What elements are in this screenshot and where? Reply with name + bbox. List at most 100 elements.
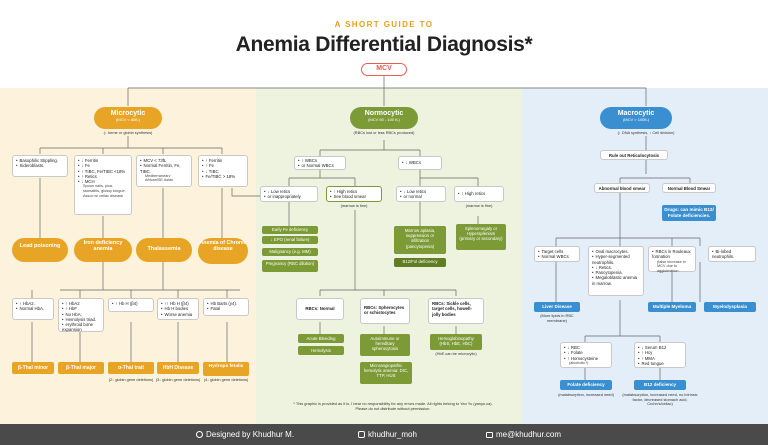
box-line: ↓ Low retics xyxy=(400,189,442,194)
folate-deficiency-node: Folate deficiency xyxy=(560,380,612,390)
myelodysplasia-clues-box: Bi-lobed neutrophils. xyxy=(708,246,756,262)
box-line: erythroid bone expansion xyxy=(62,322,100,333)
box-line: Basophilic Stippling. xyxy=(16,158,64,163)
rbcs-normal-box: RBCs: Normal xyxy=(296,298,344,320)
mahas-node: Microangiopathic hemolytic anemia: DIC, … xyxy=(360,362,412,384)
macrocytic-note: (↓ DNA synthesis, ↓ Cell division) xyxy=(617,130,675,135)
macrocytic-range: (MCV > 100fL) xyxy=(622,117,650,122)
beta-thal-minor-node: β-Thal minor xyxy=(12,362,54,374)
box-line: ↑ High retics xyxy=(330,189,378,194)
box-line: Megaloblastic anemia in marrow. xyxy=(592,275,640,286)
box-line: ↑ Retics xyxy=(78,174,128,179)
marrow-aplasia-node: Marrow aplasia, suppression or infiltrat… xyxy=(394,226,446,254)
thalassemia-node: Thalassemia xyxy=(136,238,192,262)
rbcs-sickle-box: RBCs: Sickle cells, target cells, howell… xyxy=(428,298,484,324)
beta-thal-major-node: β-Thal major xyxy=(58,362,104,374)
box-small: Spoon nails, pica, stomatitis, glossy to… xyxy=(83,184,126,194)
handle-text: khudhur_moh xyxy=(368,430,417,439)
folate-clues-box: ↓ RBC↓ Folate↑ Homocysteine (alcoholic?) xyxy=(560,342,612,368)
box-line: Red tongue xyxy=(638,361,682,366)
box-line: ↓ Ferritin xyxy=(78,158,128,163)
instagram-icon xyxy=(358,431,365,439)
microcytic-range: (MCV < 80fL) xyxy=(116,117,140,122)
thal-box-3: ↑ Hb H (β4) xyxy=(108,298,154,312)
box-line: ↓ Low retics xyxy=(264,189,314,194)
normocytic-range: (MCV 80 - 100 fL) xyxy=(368,117,400,122)
social-handle[interactable]: khudhur_moh xyxy=(358,430,417,439)
hydrops-note: (4↓ globin gene deletions) xyxy=(203,377,249,382)
megaloblastic-clues-box: Oval macrocytes.Hyper-segmented neutroph… xyxy=(588,246,644,296)
box-line: ↑ Hb H (β4) xyxy=(112,301,150,306)
box-line: ↑ HbA2 xyxy=(62,301,100,306)
alpha-thal-note: (2↓ globin gene deletions) xyxy=(108,377,154,382)
mail-icon xyxy=(486,431,493,438)
box-small: Assoc w/ celiac disease xyxy=(83,193,124,198)
myeloma-clues-box: RBCs in Rouleaux formation (false increa… xyxy=(648,246,696,273)
box-small: (false increase in MCV due to agglutinat… xyxy=(657,259,686,273)
box-line: or Normal WBCs xyxy=(298,163,342,168)
box-line: ↓ Fe xyxy=(78,163,128,168)
low-retics-box-1: ↓ Low reticsor inappropriately xyxy=(260,186,318,202)
macrocytic-title: Macrocytic xyxy=(617,110,655,117)
microcytic-title: Microcytic xyxy=(110,110,146,117)
abnormal-smear-box: Abnormal blood smear xyxy=(594,183,650,193)
myelodysplasia-node: Myelodysplasia xyxy=(704,302,756,312)
microcytic-box-1: Basophilic Stippling.Sideroblasts. xyxy=(12,155,68,177)
microcytic-box-3: MCV < 73fLNormal Ferritin, Fe, TIBC. Med… xyxy=(136,155,192,187)
box-line: Normal WBCs xyxy=(538,254,576,259)
hydrops-fetalis-node: Hydrops fetalis xyxy=(203,362,249,376)
box-small: Mediterranean/ African/SE Asian xyxy=(145,173,174,183)
liver-note: (More lipids in RBC membrane) xyxy=(540,313,574,323)
thal-box-4: ↑↑ Hb H (β4)Hb H bodiesWorse anemia xyxy=(157,298,199,320)
b12-note: (malabsorption, increased need, no intri… xyxy=(622,392,698,407)
multiple-myeloma-node: Multiple Myeloma xyxy=(648,302,696,312)
iron-deficiency-node: Iron deficiency anemia xyxy=(74,238,132,262)
box-line: ↑ Hcy xyxy=(638,350,682,355)
footer: Designed by Khudhur M. khudhur_moh me@kh… xyxy=(0,424,768,445)
dribbble-icon xyxy=(196,431,203,439)
box-line: ↓ Folate xyxy=(564,350,608,355)
microcytic-box-2: ↓ Ferritin↓ Fe ↑ TIBC, Fe/TIBC <18%↑ Ret… xyxy=(74,155,132,215)
b12-clues-box: ↓ Serum B12↑ Hcy↑ MMARed tongue xyxy=(634,342,686,368)
liver-clues-box: Target cellsNormal WBCs xyxy=(534,246,580,262)
designer-credit: Designed by Khudhur M. xyxy=(196,430,294,439)
box-line: RBCs in Rouleaux formation xyxy=(652,249,692,260)
malignancy-node: Malignancy (e.g. MM) xyxy=(262,248,318,256)
box-line: Bi-lobed neutrophils. xyxy=(712,249,752,260)
box-line: ↑ Homocysteine xyxy=(564,356,608,361)
box-small: (alcoholic?) xyxy=(569,360,589,365)
box-line: ↓ TIBC xyxy=(202,169,244,174)
folate-note: (malabsorption, increased need) xyxy=(558,392,614,397)
high-retics-box-1: ↑ High reticsSee blood smear xyxy=(326,186,382,202)
microcytic-note: (↓ heme or globin synthesis) xyxy=(103,130,153,135)
email-link[interactable]: me@khudhur.com xyxy=(486,430,561,439)
spherocytosis-node: Autoimmune or hereditary spherocytosis xyxy=(360,334,410,356)
alpha-thal-trait-node: α-Thal trait xyxy=(108,362,154,374)
acute-bleeding-node: Acute Bleeding xyxy=(298,334,344,343)
box-line: ↑ Fe xyxy=(202,163,244,168)
low-retics-box-2: ↓ Low reticsor normal xyxy=(396,186,446,202)
b12-folate-node: B12/Fol deficiency xyxy=(394,258,446,267)
box-line: or normal xyxy=(400,194,442,199)
mcv-root-node: MCV xyxy=(361,63,407,76)
disclaimer: * This graphic is provided as it is. I b… xyxy=(293,401,493,411)
box-line: See blood smear xyxy=(330,194,378,199)
rule-out-retic-box: Rule out Reticulocytosis xyxy=(600,150,668,160)
box-line: Worse anemia xyxy=(161,312,195,317)
box-line: Hyper-segmented neutrophils. xyxy=(592,254,640,265)
box-line: ↑ HbF xyxy=(62,306,100,311)
box-line: ↑ HbA2. xyxy=(16,301,50,306)
early-fe-node: Early Fe deficiency xyxy=(262,226,318,234)
box-line: ↓ RBC xyxy=(564,345,608,350)
email-text: me@khudhur.com xyxy=(496,430,562,439)
wbc-low-box: ↓ WBCs xyxy=(398,156,442,170)
hbh-disease-node: HbH Disease xyxy=(157,362,199,374)
box-line: Fe/TIBC > 18% xyxy=(202,174,244,179)
box-line: ↑ WBCs xyxy=(298,158,342,163)
chronic-disease-node: Anemia of Chronic disease xyxy=(198,238,248,264)
designer-text: Designed by Khudhur M. xyxy=(206,430,295,439)
box-line: or inappropriately xyxy=(264,194,314,199)
hbe-note: (HbE can be microcytic) xyxy=(435,351,477,356)
b12-deficiency-node: B12 deficiency xyxy=(634,380,686,390)
thal-box-5: Hb Barts (γ4).Fatal xyxy=(203,298,249,316)
